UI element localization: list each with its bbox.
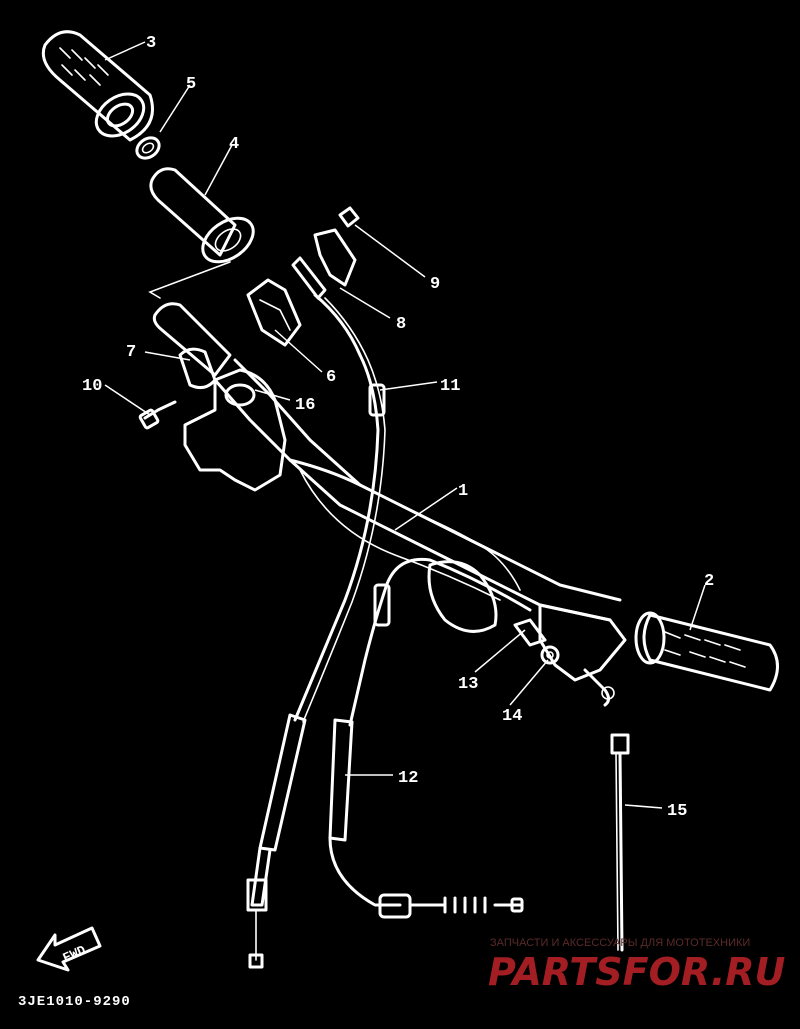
forward-arrow-icon: FWD — [36, 926, 102, 972]
callout-10: 10 — [82, 377, 102, 396]
callout-1: 1 — [458, 482, 468, 501]
callout-2: 2 — [704, 572, 714, 591]
callout-16: 16 — [295, 396, 315, 415]
callout-12: 12 — [398, 769, 418, 788]
fwd-label: FWD — [61, 942, 89, 965]
callout-9: 9 — [430, 275, 440, 294]
callout-5: 5 — [186, 75, 196, 94]
cable-tie — [610, 733, 630, 952]
clutch-cable — [328, 557, 532, 919]
callout-11: 11 — [440, 377, 460, 396]
watermark-tagline: ЗАПЧАСТИ И АКСЕССУАРЫ ДЛЯ МОТОТЕХНИКИ — [490, 937, 750, 949]
callout-3: 3 — [146, 34, 156, 53]
watermark-brand: PARTSFOR.RU — [488, 950, 786, 994]
grip-collar — [135, 136, 161, 160]
throttle-housing-cap — [246, 278, 302, 347]
part-code: 3JE1010-9290 — [18, 994, 131, 1010]
callout-8: 8 — [396, 315, 406, 334]
housing-screw — [138, 400, 177, 430]
callout-labels: 3 5 4 9 8 7 6 10 11 16 1 2 13 14 12 15 — [82, 34, 714, 821]
callout-13: 13 — [458, 675, 478, 694]
leader-lines — [104, 41, 706, 809]
left-grip — [41, 30, 154, 142]
throttle-cable — [246, 293, 386, 969]
callout-14: 14 — [502, 707, 522, 726]
right-grip — [634, 611, 779, 692]
cable-adjuster — [291, 206, 360, 300]
callout-7: 7 — [126, 343, 136, 362]
callout-15: 15 — [667, 802, 687, 821]
throttle-tube — [148, 167, 255, 299]
callout-6: 6 — [326, 368, 336, 387]
callout-4: 4 — [229, 135, 239, 154]
throttle-housing — [152, 302, 287, 492]
perch-bolt — [513, 618, 560, 665]
watermark: ЗАПЧАСТИ И АКСЕССУАРЫ ДЛЯ МОТОТЕХНИКИ PA… — [488, 937, 786, 994]
lever-perch — [538, 603, 627, 707]
